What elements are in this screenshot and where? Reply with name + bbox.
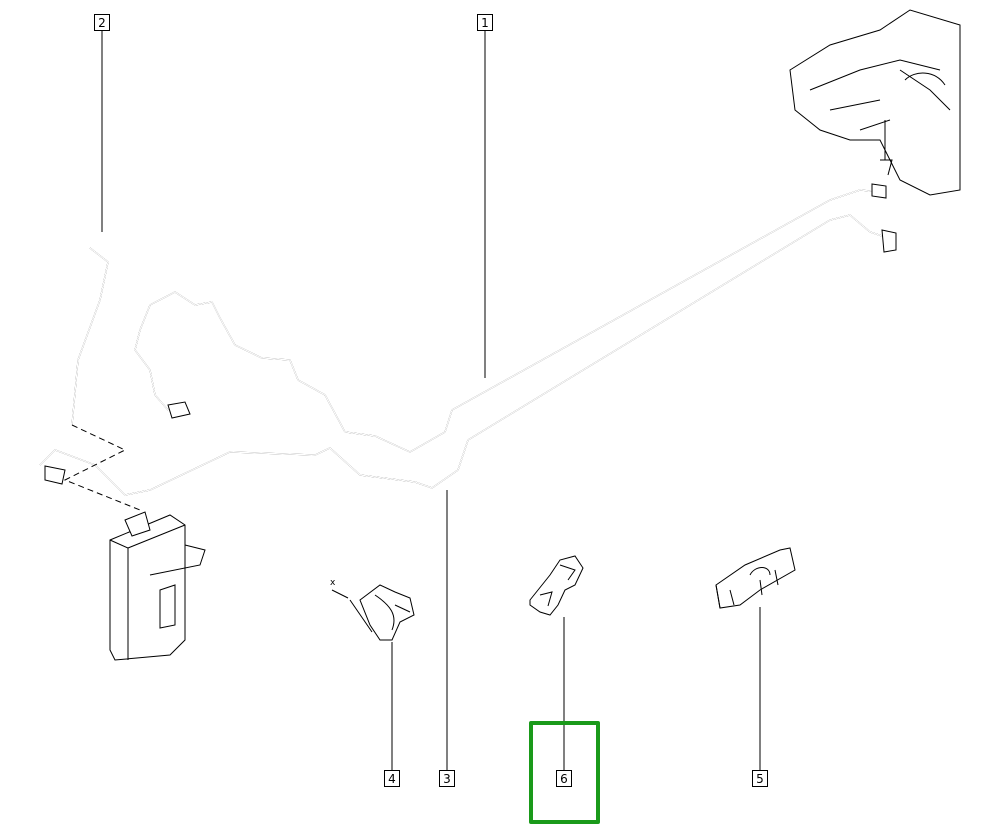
callout-4[interactable]: 4 [384,770,400,787]
pipe-3 [39,214,897,496]
clip-4 [331,584,415,641]
callout-5[interactable]: 5 [752,770,768,787]
highlight-box [529,721,600,824]
leader-lines [101,30,761,770]
callout-3[interactable]: 3 [439,770,455,787]
clip-5 [715,547,796,609]
callout-6[interactable]: 6 [556,770,572,787]
fuel-tank [789,9,961,196]
clip-6 [529,555,584,616]
callout-2[interactable]: 2 [94,14,110,31]
hose-2 [63,247,141,511]
pipe-1 [134,183,887,453]
callout-1[interactable]: 1 [477,14,493,31]
axis-mark: x [330,578,336,588]
canister [109,511,206,661]
